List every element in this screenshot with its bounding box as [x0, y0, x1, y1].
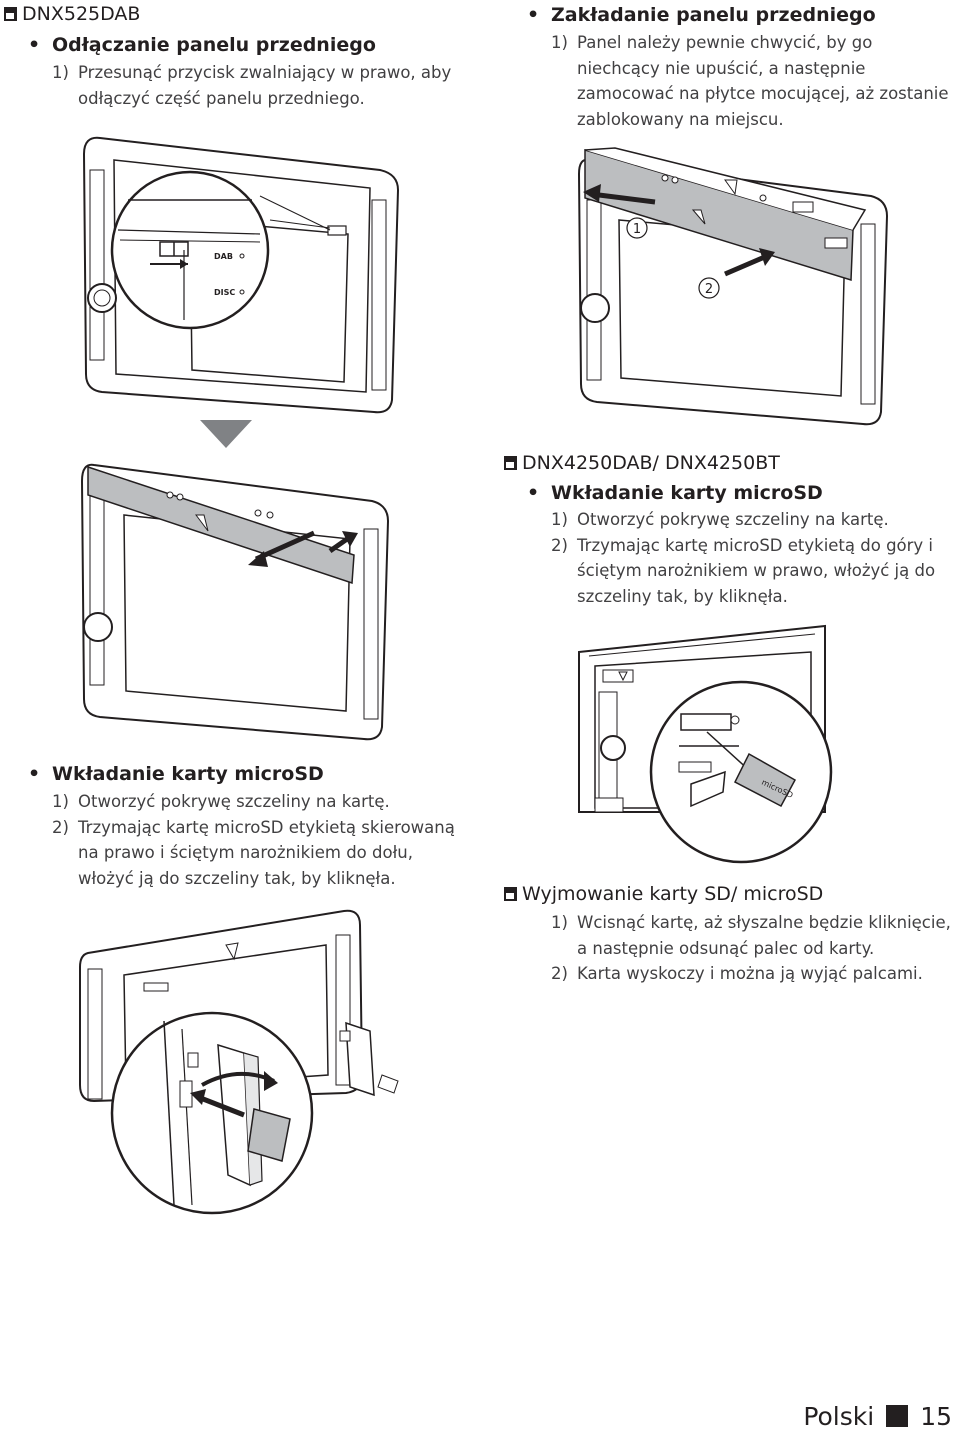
- illustration-detach-panel: DAB DISC: [82, 136, 400, 414]
- page-number: 15: [920, 1402, 952, 1431]
- bullet-icon: •: [28, 34, 41, 56]
- section-header-dnx525: DNX525DAB: [4, 2, 140, 26]
- step-item: 1) Panel należy pewnie chwycić, by go ni…: [551, 33, 949, 129]
- steps-microsd-4250: 1) Otworzyć pokrywę szczeliny na kartę. …: [551, 507, 956, 609]
- steps-detach: 1) Przesunąć przycisk zwalniający w praw…: [52, 60, 472, 111]
- dab-label: DAB: [214, 252, 233, 261]
- bullet-icon: •: [527, 4, 540, 26]
- steps-remove: 1) Wcisnąć kartę, aż słyszalne będzie kl…: [551, 910, 956, 987]
- bullet-heading-microsd-4250: •Wkładanie karty microSD: [527, 482, 823, 504]
- footer-language: Polski: [803, 1402, 875, 1431]
- steps-attach: 1) Panel należy pewnie chwycić, by go ni…: [551, 30, 956, 132]
- step-item: 2) Karta wyskoczy i można ją wyjąć palca…: [551, 964, 923, 983]
- footer-marker-icon: [886, 1405, 909, 1427]
- section-marker-icon: [504, 887, 517, 901]
- bullet-heading-detach: •Odłączanie panelu przedniego: [28, 34, 376, 56]
- illustration-panel-removed: [80, 463, 390, 741]
- bullet-icon: •: [28, 763, 41, 785]
- step-item: 2) Trzymając kartę microSD etykietą skie…: [52, 817, 455, 888]
- section-marker-icon: [504, 456, 517, 470]
- callout-2: 2: [705, 282, 713, 297]
- bullet-icon: •: [527, 482, 540, 504]
- section-header-remove: Wyjmowanie karty SD/ microSD: [504, 882, 823, 906]
- section-marker-icon: [4, 7, 17, 21]
- down-arrow-icon: [200, 420, 252, 448]
- bullet-heading-microsd-525: •Wkładanie karty microSD: [28, 763, 324, 785]
- disc-label: DISC: [214, 288, 235, 297]
- callout-1: 1: [633, 222, 641, 237]
- step-item: 1) Otworzyć pokrywę szczeliny na kartę.: [52, 792, 390, 811]
- section-header-dnx4250: DNX4250DAB/ DNX4250BT: [504, 451, 780, 475]
- bullet-heading-attach: •Zakładanie panelu przedniego: [527, 4, 876, 26]
- illustration-attach-panel: 1 2: [577, 147, 889, 426]
- illustration-microsd-525: [79, 909, 399, 1215]
- illustration-microsd-4250: microSD: [578, 624, 833, 864]
- step-item: 1) Otworzyć pokrywę szczeliny na kartę.: [551, 510, 889, 529]
- steps-microsd-525: 1) Otworzyć pokrywę szczeliny na kartę. …: [52, 789, 472, 891]
- step-item: 2) Trzymając kartę microSD etykietą do g…: [551, 535, 936, 606]
- step-item: 1) Przesunąć przycisk zwalniający w praw…: [52, 63, 452, 108]
- page-footer: Polski 15: [803, 1402, 952, 1432]
- step-item: 1) Wcisnąć kartę, aż słyszalne będzie kl…: [551, 913, 951, 958]
